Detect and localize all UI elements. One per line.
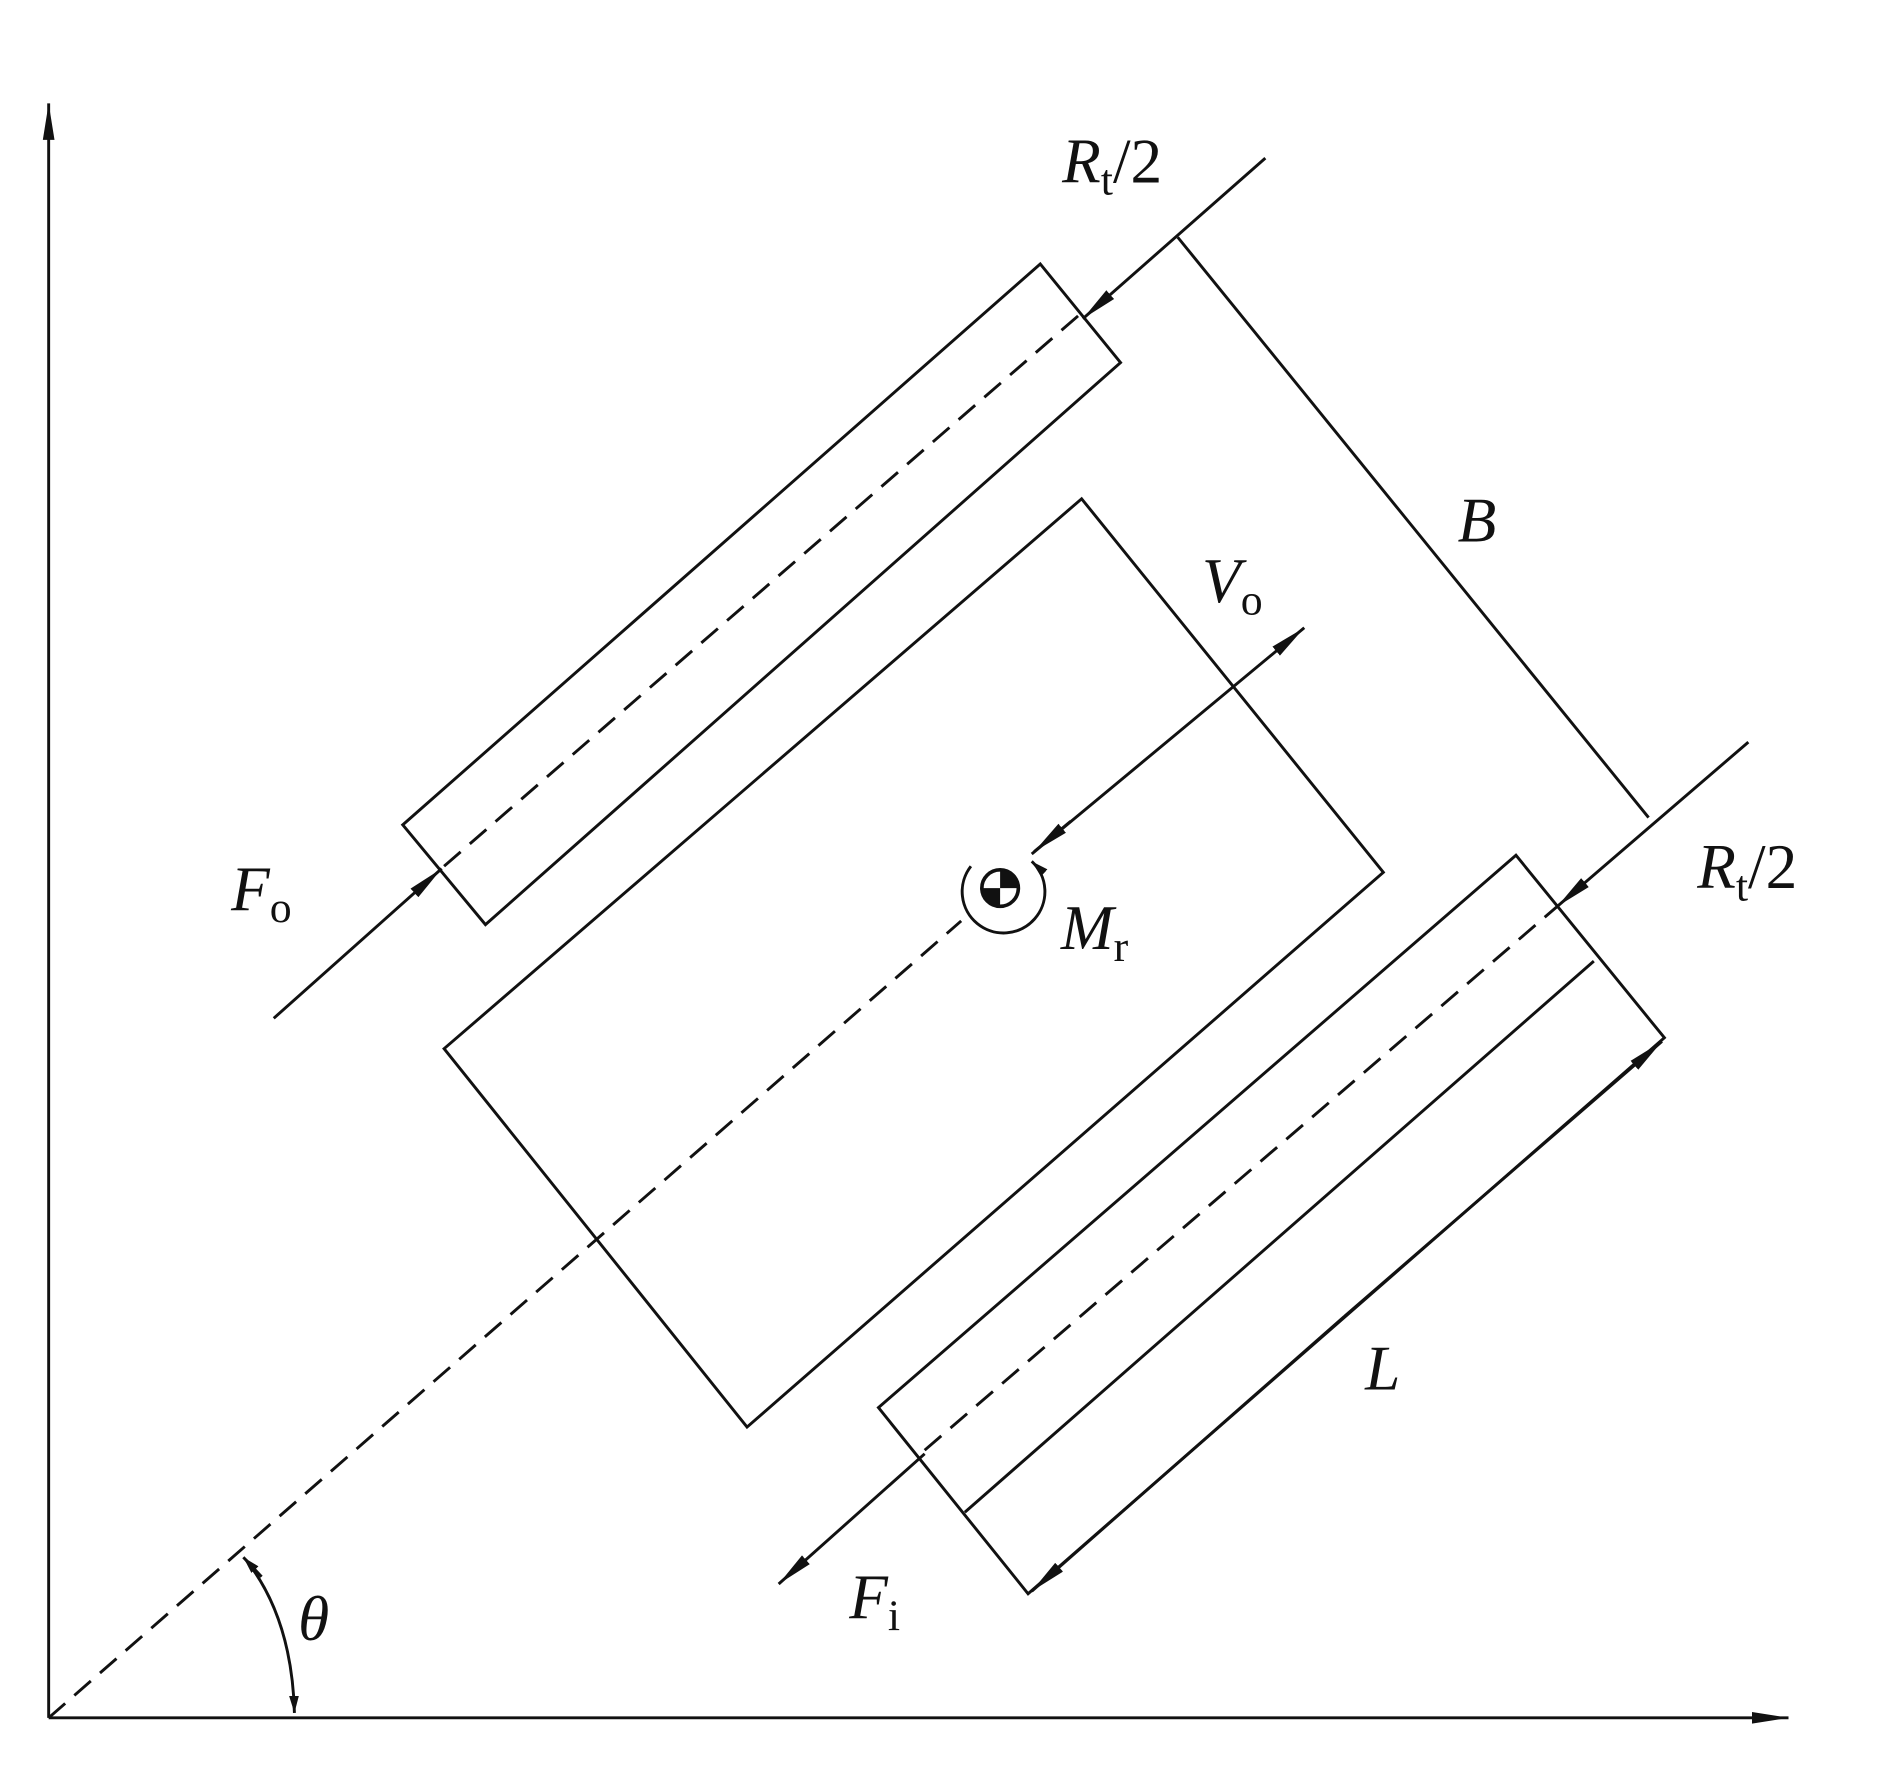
outer-track-centerline (443, 312, 1082, 868)
label-theta: θ (298, 1584, 329, 1654)
center-of-gravity-icon (980, 868, 1021, 909)
velocity-arrow (1030, 626, 1306, 856)
label-f-o: Fo (230, 854, 292, 932)
label-rt-half-right: Rt/2 (1696, 832, 1797, 910)
outer-force-arrow (272, 867, 443, 1020)
vehicle-body (442, 496, 1386, 1430)
l-dimension-2 (1030, 1315, 1346, 1593)
rt-top-dimension (1081, 157, 1267, 320)
velocity-arrow-tail (1033, 820, 1072, 853)
l-dimension (1343, 1040, 1663, 1318)
inner-force-arrow (777, 1452, 926, 1586)
label-f-i: Fi (848, 1562, 900, 1640)
inner-track-centerline (923, 905, 1559, 1452)
label-l: L (1364, 1333, 1400, 1403)
theta-arc-start (242, 1556, 263, 1578)
inner-track-line (963, 960, 1595, 1514)
label-v-o: Vo (1202, 546, 1263, 624)
outer-track (400, 261, 1123, 927)
b-dimension (1176, 236, 1650, 819)
label-rt-half-top: Rt/2 (1061, 126, 1162, 204)
rt-right-dimension (1556, 741, 1750, 908)
label-b: B (1458, 485, 1497, 555)
inner-track (876, 853, 1667, 1596)
vehicle-centerline (47, 919, 963, 1719)
moment-arc-icon (960, 860, 1048, 935)
theta-arc (244, 1558, 299, 1713)
label-m-r: Mr (1060, 893, 1129, 971)
